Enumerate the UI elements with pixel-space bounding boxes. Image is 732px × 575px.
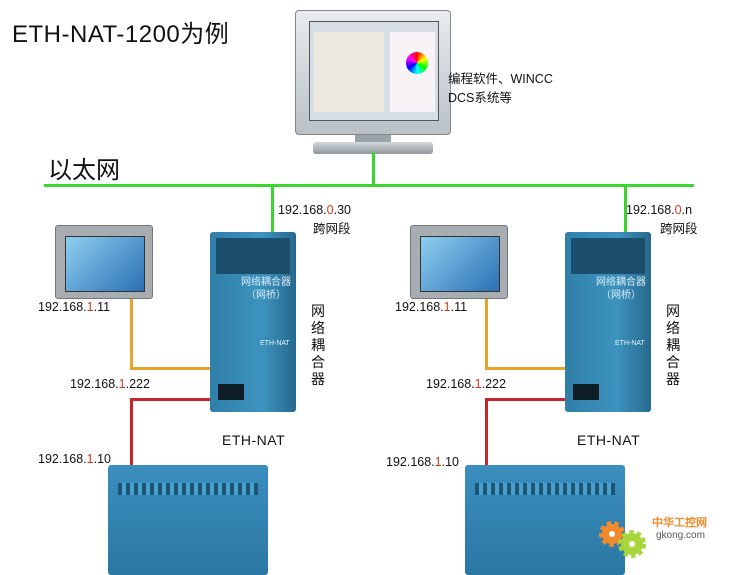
left-nat-lan-ip: 192.168.1.222 [70, 377, 150, 391]
right-plc-ip: 192.168.1.10 [386, 455, 460, 469]
monitor-stand [355, 135, 391, 143]
right-plc-link-h [485, 398, 570, 401]
right-hmi-link-h [485, 367, 570, 370]
left-hmi [55, 225, 153, 299]
right-hmi-link [485, 299, 488, 369]
pc-label-line1: 编程软件、WINCC [448, 72, 553, 86]
right-cross-label: 跨网段 [660, 222, 698, 236]
left-plc-ip: 192.168.1.10 [38, 452, 112, 466]
left-cross-label: 跨网段 [313, 222, 351, 236]
right-coupler-label: 网络耦合器 [666, 303, 680, 387]
right-hmi [410, 225, 508, 299]
monitor-base [313, 142, 433, 154]
left-eth-nat-module: 网络耦合器（网桥）ETH-NAT [210, 232, 296, 412]
pc-label: 编程软件、WINCC DCS系统等 [448, 70, 553, 108]
right-plc-link [485, 398, 488, 466]
left-nat-ip: 192.168.0.30 [278, 203, 352, 217]
right-eth-nat-module: 网络耦合器（网桥）ETH-NAT [565, 232, 651, 412]
left-coupler-label: 网络耦合器 [311, 303, 325, 387]
right-nat-ip: 192.168.0.n [626, 203, 693, 217]
left-plc [108, 465, 268, 575]
left-ethernet-link [271, 186, 274, 238]
left-plc-link [130, 398, 133, 466]
ethernet-bus [44, 184, 694, 187]
gear-icon [599, 521, 646, 558]
diagram-title: ETH-NAT-1200为例 [12, 21, 230, 48]
right-hmi-ip: 192.168.1.11 [395, 300, 468, 314]
pc-monitor [295, 10, 451, 135]
right-plc [465, 465, 625, 575]
right-ethernet-link [624, 186, 627, 238]
right-nat-lan-ip: 192.168.1.222 [426, 377, 506, 391]
left-hmi-link-h [130, 367, 215, 370]
left-hmi-link [130, 299, 133, 369]
gkong-watermark: 中华工控网 gkong.com [596, 512, 707, 567]
pc-ethernet-link [372, 152, 375, 186]
right-device-label: ETH-NAT [577, 432, 641, 448]
left-device-label: ETH-NAT [222, 432, 286, 448]
left-hmi-ip: 192.168.1.11 [38, 300, 111, 314]
ethernet-label: 以太网 [48, 157, 120, 184]
left-plc-link-h [130, 398, 215, 401]
pc-label-line2: DCS系统等 [448, 91, 512, 105]
